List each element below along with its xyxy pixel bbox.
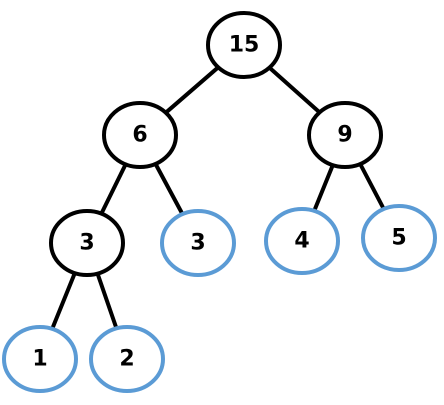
tree-node-n3a: 3 xyxy=(49,209,125,277)
edge-n9-n4 xyxy=(312,163,335,213)
edge-n9-n5 xyxy=(358,162,386,211)
edge-n3a-n2 xyxy=(95,271,119,331)
tree-node-n2: 2 xyxy=(89,325,165,393)
internal-node-circle xyxy=(307,101,383,169)
node-label: 9 xyxy=(337,123,352,148)
node-label: 2 xyxy=(119,347,134,372)
edge-n15-n9 xyxy=(267,65,322,115)
node-label: 1 xyxy=(32,347,47,372)
tree-node-n9: 9 xyxy=(307,101,383,169)
tree-node-n4: 4 xyxy=(264,207,340,275)
nodes-layer: 15 6 9 3 3 4 5 1 2 xyxy=(2,11,437,393)
edge-n6-n3a xyxy=(99,162,128,216)
internal-node-circle xyxy=(49,209,125,277)
internal-node-circle xyxy=(102,101,178,169)
edge-n15-n6 xyxy=(163,65,221,115)
leaf-node-circle xyxy=(361,204,437,272)
tree-node-n15: 15 xyxy=(206,11,282,79)
tree-node-n3b: 3 xyxy=(160,209,236,277)
leaf-node-circle xyxy=(2,325,78,393)
tree-node-n6: 6 xyxy=(102,101,178,169)
leaf-node-circle xyxy=(264,207,340,275)
leaf-node-circle xyxy=(89,325,165,393)
tree-node-n5: 5 xyxy=(361,204,437,272)
edge-n3a-n1 xyxy=(50,271,77,331)
edges-layer xyxy=(50,65,386,331)
tree-node-n1: 1 xyxy=(2,325,78,393)
internal-node-circle xyxy=(206,11,282,79)
node-label: 4 xyxy=(294,229,309,254)
node-label: 3 xyxy=(190,231,205,256)
node-label: 5 xyxy=(391,226,406,251)
node-label: 6 xyxy=(132,123,147,148)
leaf-node-circle xyxy=(160,209,236,277)
edge-n6-n3b xyxy=(153,161,185,217)
node-label: 3 xyxy=(79,231,94,256)
node-label: 15 xyxy=(229,33,260,58)
